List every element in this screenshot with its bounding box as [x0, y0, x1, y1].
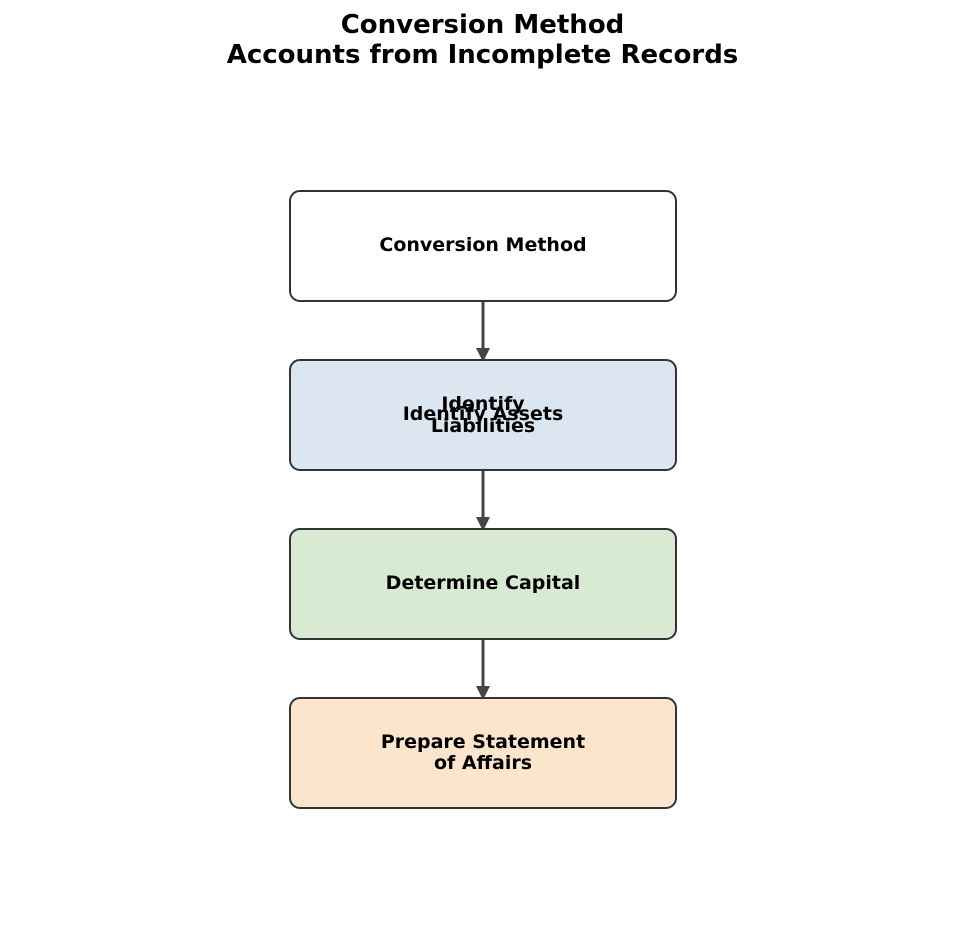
node-identify-liabilities-label-line-1: Identify	[441, 393, 525, 415]
diagram-title-line-2: Accounts from Incomplete Records	[226, 40, 739, 70]
edge-2-arrowhead	[476, 517, 490, 531]
node-determine-capital-label: Determine Capital	[385, 572, 581, 594]
edge-3-arrowhead	[476, 686, 490, 700]
edge-1	[476, 302, 490, 362]
node-prepare-statement-label-line-2: of Affairs	[433, 752, 533, 774]
node-conversion-method: Conversion Method	[289, 190, 677, 302]
diagram-title-line-1: Conversion Method	[340, 10, 625, 40]
node-conversion-method-label: Conversion Method	[379, 234, 587, 256]
node-determine-capital: Determine Capital	[289, 528, 677, 640]
node-identify-assets-label: Identify Assets	[402, 403, 564, 425]
node-prepare-statement-label-line-1: Prepare Statement	[380, 731, 586, 753]
node-identify-assets: Identify Assets Identify Liabilities	[289, 359, 677, 471]
edge-2	[476, 471, 490, 531]
edge-1-arrowhead	[476, 348, 490, 362]
node-prepare-statement: Prepare Statement of Affairs	[289, 697, 677, 809]
edge-3	[476, 640, 490, 700]
node-identify-liabilities-label-line-2: Liabilities	[430, 415, 536, 437]
